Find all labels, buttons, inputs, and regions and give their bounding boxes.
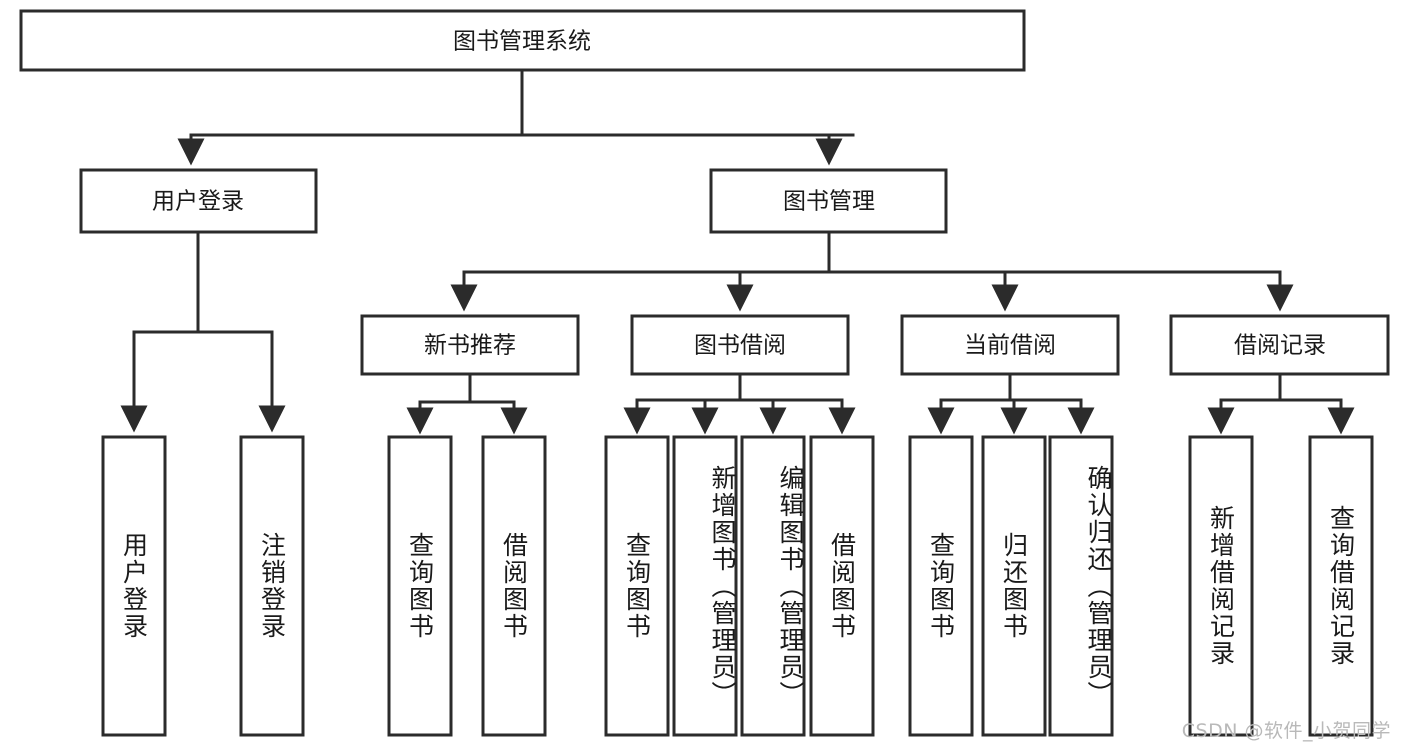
connector-root-to-level2 — [177, 68, 855, 166]
leaf-query-record-label: 查询借阅记录 — [1326, 505, 1356, 667]
node-book-manage[interactable]: 图书管理 — [709, 168, 948, 234]
leaf-nodes-group — [101, 435, 1374, 737]
node-user-login[interactable]: 用户登录 — [79, 168, 318, 234]
leaf-query-book-2[interactable] — [604, 435, 670, 737]
node-book-borrow[interactable]: 图书借阅 — [630, 314, 850, 376]
leaf-query-book-3-label: 查询图书 — [926, 532, 956, 640]
node-user-login-label: 用户登录 — [152, 189, 244, 215]
leaf-borrow-book-1[interactable] — [481, 435, 547, 737]
node-new-book-recommend[interactable]: 新书推荐 — [360, 314, 580, 376]
leaf-logout[interactable] — [239, 435, 305, 737]
leaf-add-record[interactable] — [1188, 435, 1254, 737]
leaf-query-record[interactable] — [1308, 435, 1374, 737]
leaf-confirm-return[interactable] — [1048, 435, 1114, 737]
leaf-user-login[interactable] — [101, 435, 167, 737]
connector-newbook-to-leaves — [406, 372, 528, 435]
node-root[interactable]: 图书管理系统 — [19, 9, 1026, 72]
leaf-return-book-label: 归还图书 — [999, 532, 1029, 640]
node-borrow-record-label: 借阅记录 — [1234, 333, 1326, 359]
node-book-manage-label: 图书管理 — [783, 189, 875, 215]
node-current-borrow[interactable]: 当前借阅 — [900, 314, 1120, 376]
connector-borrowrecord-to-leaves — [1207, 372, 1355, 435]
connector-bookborrow-to-leaves — [623, 372, 856, 435]
leaf-add-record-label: 新增借阅记录 — [1206, 505, 1236, 667]
connector-userlogin-to-leaves — [120, 230, 286, 433]
leaf-query-book-1-label: 查询图书 — [405, 532, 435, 640]
node-book-borrow-label: 图书借阅 — [694, 333, 786, 359]
leaf-query-book-1[interactable] — [387, 435, 453, 737]
leaf-user-login-label: 用户登录 — [119, 532, 149, 640]
leaf-borrow-book-2[interactable] — [809, 435, 875, 737]
connector-bookmanage-to-level3 — [450, 230, 1294, 312]
leaf-return-book[interactable] — [981, 435, 1047, 737]
leaf-borrow-book-1-label: 借阅图书 — [499, 532, 529, 640]
leaf-add-book[interactable] — [672, 435, 738, 737]
leaf-add-book-label: 新增图书（管理员） — [708, 464, 737, 708]
leaf-query-book-3[interactable] — [908, 435, 974, 737]
node-borrow-record[interactable]: 借阅记录 — [1169, 314, 1390, 376]
leaf-logout-label: 注销登录 — [257, 532, 287, 640]
connector-currentborrow-to-leaves — [927, 372, 1095, 435]
leaf-confirm-return-label: 确认归还（管理员） — [1084, 464, 1113, 708]
node-root-label: 图书管理系统 — [453, 29, 591, 55]
leaf-borrow-book-2-label: 借阅图书 — [827, 532, 857, 640]
leaf-query-book-2-label: 查询图书 — [622, 532, 652, 640]
leaf-edit-book-label: 编辑图书（管理员） — [776, 464, 805, 708]
node-new-book-recommend-label: 新书推荐 — [424, 333, 516, 359]
node-current-borrow-label: 当前借阅 — [964, 333, 1056, 359]
leaf-edit-book[interactable] — [740, 435, 806, 737]
